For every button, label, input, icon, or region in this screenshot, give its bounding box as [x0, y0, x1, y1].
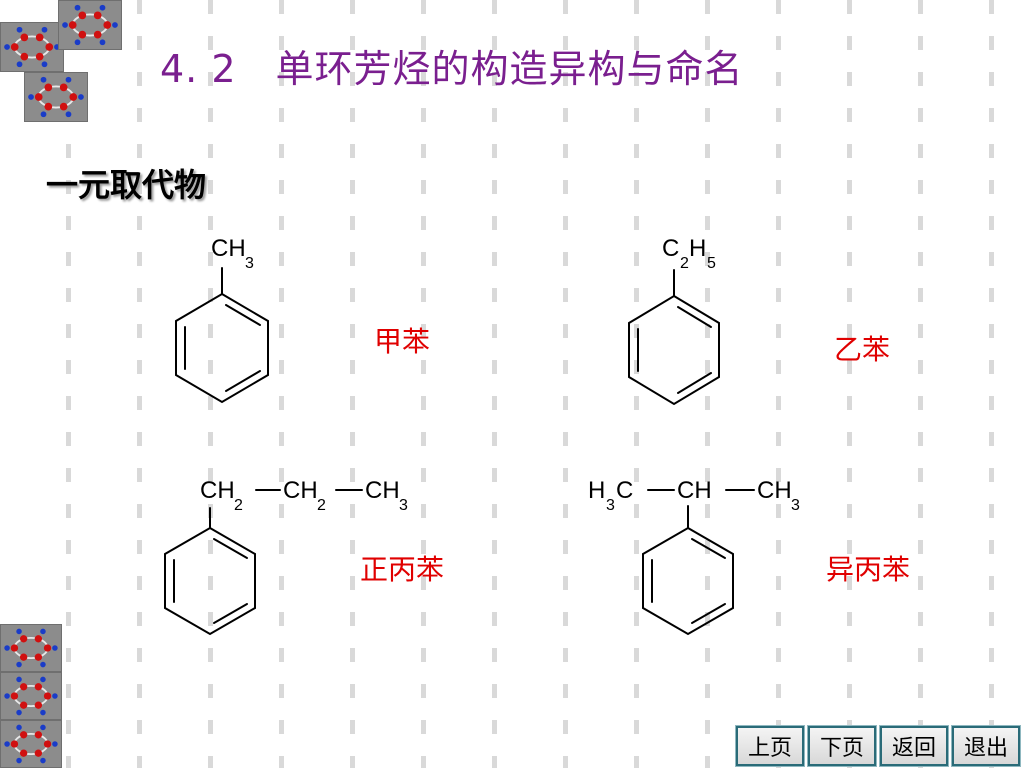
- section-heading: 一元取代物: [46, 166, 207, 204]
- svg-text:CH: CH: [677, 477, 712, 504]
- propylbenzene-structure: [164, 489, 363, 636]
- page-title: 4. 2 单环芳烃的构造异构与命名: [160, 47, 744, 91]
- propylbenzene-label: CH2 CH2 CH3: [200, 477, 408, 514]
- exit-button[interactable]: 退出: [951, 725, 1021, 767]
- svg-text:C: C: [662, 235, 679, 262]
- svg-text:3: 3: [245, 255, 254, 272]
- compound-name-propylbenzene: 正丙苯: [360, 553, 445, 586]
- svg-text:H: H: [588, 477, 605, 504]
- svg-text:C: C: [616, 477, 633, 504]
- back-button[interactable]: 返回: [879, 725, 949, 767]
- next-page-button[interactable]: 下页: [807, 725, 877, 767]
- svg-text:2: 2: [317, 497, 326, 514]
- svg-text:5: 5: [707, 255, 716, 272]
- compound-name-ethylbenzene: 乙苯: [834, 333, 891, 366]
- svg-text:H: H: [689, 235, 706, 262]
- slide-navigation: 上页 下页 返回 退出: [735, 725, 1021, 767]
- molecule-tile-icon: [24, 72, 88, 122]
- svg-text:CH: CH: [283, 477, 318, 504]
- molecule-tile-icon: [0, 720, 62, 768]
- svg-text:CH: CH: [365, 477, 400, 504]
- compound-name-toluene: 甲苯: [374, 325, 431, 358]
- molecule-tile-icon: [0, 672, 62, 720]
- ethylbenzene-structure: [628, 269, 720, 406]
- svg-text:3: 3: [791, 497, 800, 514]
- toluene-label: CH3: [211, 235, 254, 272]
- compound-name-cumene: 异丙苯: [826, 553, 911, 586]
- svg-text:2: 2: [234, 497, 243, 514]
- prev-page-button[interactable]: 上页: [735, 725, 805, 767]
- svg-text:CH: CH: [757, 477, 792, 504]
- svg-text:CH: CH: [211, 235, 246, 262]
- svg-text:2: 2: [680, 255, 689, 272]
- svg-text:3: 3: [399, 497, 408, 514]
- cumene-structure: [642, 489, 755, 636]
- molecule-tile-icon: [0, 22, 64, 72]
- molecule-tile-icon: [0, 624, 62, 672]
- cumene-label: H3C CH CH3: [588, 477, 800, 514]
- svg-text:3: 3: [606, 497, 615, 514]
- svg-text:CH: CH: [200, 477, 235, 504]
- toluene-structure: [175, 267, 269, 404]
- molecule-tile-icon: [58, 0, 122, 50]
